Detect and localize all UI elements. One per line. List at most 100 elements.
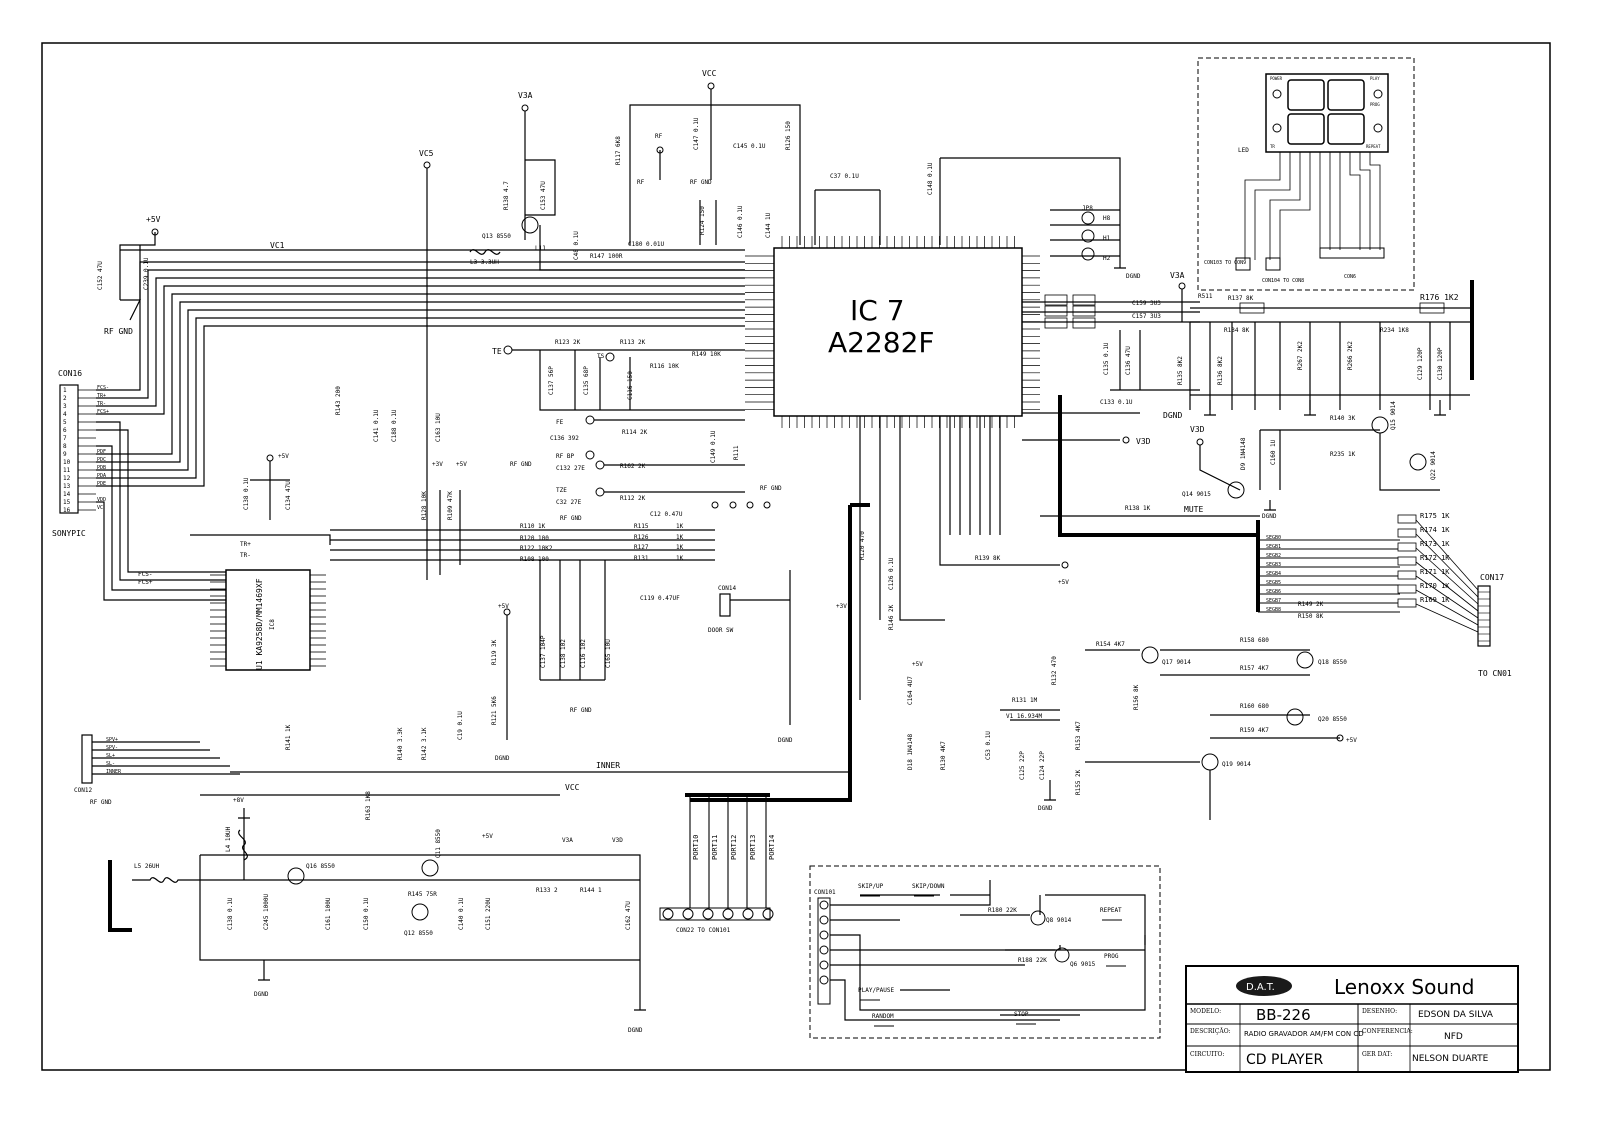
svg-text:C138 0.1U: C138 0.1U [227,897,234,930]
con12-pin-label: INNER [106,769,122,775]
svg-text:R113 2K: R113 2K [620,339,646,346]
con17-res-wire [1415,533,1479,598]
servo-resistor-block: +3V +5V R128 10K R109 47K R110 1K R120 1… [330,461,771,714]
ic-bottom-signals: R139 8K +5V C133 0.1U DGND V3D [859,399,1182,700]
led-power: POWER [1270,76,1283,81]
con17-resistor [1397,584,1417,594]
svg-text:C48 0.1U: C48 0.1U [573,231,580,260]
svg-text:C130 120P: C130 120P [1437,347,1444,380]
mute-section: V3D Q14 9015 MUTE D9 1N4148 C160 1U R140… [1040,401,1440,520]
svg-text:C150 0.1U: C150 0.1U [363,897,370,930]
svg-text:Q12 8550: Q12 8550 [404,930,433,937]
r119-r121: +5V R119 3K R121 5K6 C19 0.1U DGND [457,603,511,762]
svg-text:Q16 8550: Q16 8550 [306,863,335,870]
ic8-chip: U1 KA9258D/MM1469XF IC8 [225,569,311,671]
svg-text:Q20 8550: Q20 8550 [1318,716,1347,723]
svg-text:V3D: V3D [1190,425,1205,434]
con22-pin [702,908,714,920]
con17-section: CON17 TO CN01 [1256,520,1512,678]
svg-text:R266 2K2: R266 2K2 [1347,341,1354,370]
con6-label: CON6 [1344,274,1356,280]
conferencia-label: CONFERENCIA: [1362,1028,1413,1035]
svg-text:C161 100U: C161 100U [325,897,332,930]
svg-text:TR-: TR- [240,552,251,559]
svg-text:C163 10U: C163 10U [435,413,442,442]
q8-label: Q8 9014 [1046,917,1072,924]
con17-segment-rows: SEGB0SEGB1SEGB2SEGB3SEGB4SEGB5SEGB6SEGB7… [1258,512,1490,642]
switch-label: PLAY/PAUSE [858,987,895,994]
svg-text:C137 56P: C137 56P [548,366,555,395]
net-inner: INNER [596,761,620,770]
rf-gnd-a: RF GND [104,327,133,336]
con16-pin-number: 4 [63,411,67,418]
svg-text:C125 22P: C125 22P [1019,751,1026,780]
svg-text:C116 102: C116 102 [580,639,587,668]
desenho-label: DESENHO: [1362,1008,1397,1015]
con101-pin [819,915,829,925]
svg-text:C188 0.1U: C188 0.1U [391,409,398,442]
svg-text:R131: R131 [634,555,649,562]
svg-text:C136 47U: C136 47U [1125,346,1132,375]
svg-text:R163 1K8: R163 1K8 [365,791,372,820]
con17-resistor-label: R173 1K [1420,540,1450,548]
svg-text:C135 68P: C135 68P [583,366,590,395]
svg-text:TR+: TR+ [240,541,251,548]
to-cn01-label: TO CN01 [1478,669,1512,678]
con17-resistor-label: R170 1K [1420,582,1450,590]
svg-text:DGND: DGND [628,1027,643,1034]
svg-text:C116 150: C116 150 [627,371,634,400]
svg-text:FE: FE [556,419,564,426]
switch-label: SKIP/UP [858,883,884,890]
svg-text:R120 470: R120 470 [859,531,866,560]
con16-pin-number: 13 [63,483,71,490]
svg-text:L3 3.3UH: L3 3.3UH [470,259,499,266]
test-point-section: TE TS R123 2K R113 2K R116 10K R149 10K … [492,339,782,522]
con101-pin [819,960,829,970]
svg-text:D9 1N4148: D9 1N4148 [1240,437,1247,470]
svg-text:C137 104P: C137 104P [540,635,547,668]
con17-seg-label: SEGB0 [1266,535,1281,541]
con16-pin-number: 10 [63,459,71,466]
ic8-part: U1 KA9258D/MM1469XF [255,578,264,670]
con12-pin-label: SL+ [106,753,115,759]
con16-pin-number: 9 [63,451,67,458]
con17-resistor-label: R171 1K [1420,568,1450,576]
ic7-chip: IC 7 A2282F [773,247,1023,417]
svg-text:R117 6K8: R117 6K8 [615,136,622,165]
con17-resistor [1397,570,1417,580]
svg-text:R140 3K: R140 3K [1330,415,1356,422]
svg-text:RF GND: RF GND [760,485,782,492]
svg-text:1K: 1K [676,555,684,562]
svg-text:C148 0.1U: C148 0.1U [927,162,934,195]
dat-logo [1236,976,1292,996]
svg-text:C157 3U3: C157 3U3 [1132,313,1161,320]
ic7-ref: IC 7 [850,294,905,327]
con17-resistor-label: R174 1K [1420,526,1450,534]
con22-pin [662,908,674,920]
audio-switch-section: R154 4K7 Q17 9014 R158 680 R157 4K7 Q18 … [1051,637,1357,820]
svg-text:R110 1K: R110 1K [520,523,546,530]
svg-text:C146 0.1U: C146 0.1U [737,205,744,238]
led-title: LED [1238,147,1249,154]
svg-text:R143 200: R143 200 [335,386,342,415]
svg-text:RF GND: RF GND [510,461,532,468]
v3a-label-top: V3A [518,91,533,100]
con16-pin-label: FCS- [97,385,109,391]
jumpers: JP8 H8 H1 H2 DGND [1050,205,1141,280]
svg-text:R140 3.3K: R140 3.3K [397,727,404,760]
svg-text:Q14 9015: Q14 9015 [1182,491,1211,498]
gerdat-value: NELSON DUARTE [1412,1054,1489,1064]
svg-text:RF GND: RF GND [570,707,592,714]
svg-text:C132 27E: C132 27E [556,465,585,472]
con22-pin [762,908,774,920]
con12-connector: CON12 RF GND INNER [74,734,850,806]
svg-text:Q17 9014: Q17 9014 [1162,659,1191,666]
vc5-rail: VC5 [419,149,434,580]
con16-pin-label: TR+ [97,393,106,399]
con22: CON22 TO CON101 [659,907,771,934]
switch-label: PROG [1104,953,1119,960]
svg-text:C133 0.1U: C133 0.1U [1100,399,1133,406]
con16-pin-label: PDC [97,457,106,463]
con16-pin-number: 3 [63,403,67,410]
con17-label: CON17 [1480,573,1504,582]
